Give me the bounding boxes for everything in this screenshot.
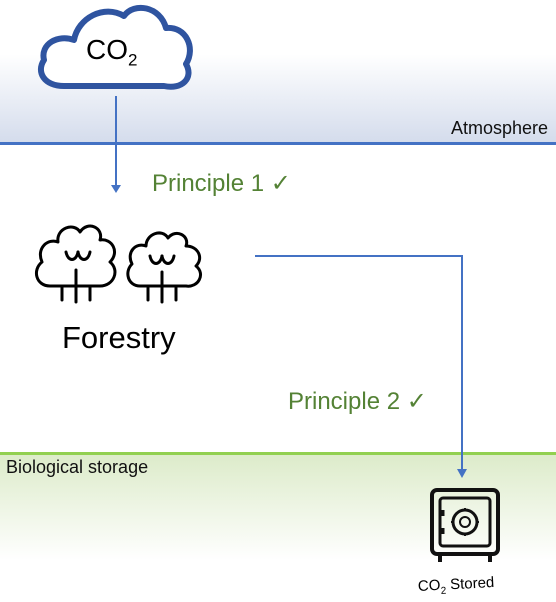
forestry-label: Forestry [62,320,176,355]
biological-storage-boundary-line [0,452,556,455]
atmosphere-label: Atmosphere [450,118,548,138]
cloud-co2-subscript: 2 [128,50,138,70]
trees-icon [34,224,202,304]
principle-2-label: Principle 2 ✓ [288,388,427,415]
stored-co2-main: CO [417,576,441,595]
cloud-co2-label: CO2 [86,34,137,71]
atmosphere-boundary-line [0,142,556,145]
arrow-forestry-to-storage [255,255,467,478]
stored-text: Stored [445,574,495,594]
cloud-icon [37,5,193,90]
biological-storage-label: Biological storage [6,457,149,477]
principle-1-label: Principle 1 ✓ [152,170,291,197]
cloud-co2-main: CO [86,34,128,65]
safe-icon [430,488,500,562]
co2-stored-label: CO2 Stored [417,574,494,598]
arrow-atmosphere-to-forestry [111,96,121,193]
